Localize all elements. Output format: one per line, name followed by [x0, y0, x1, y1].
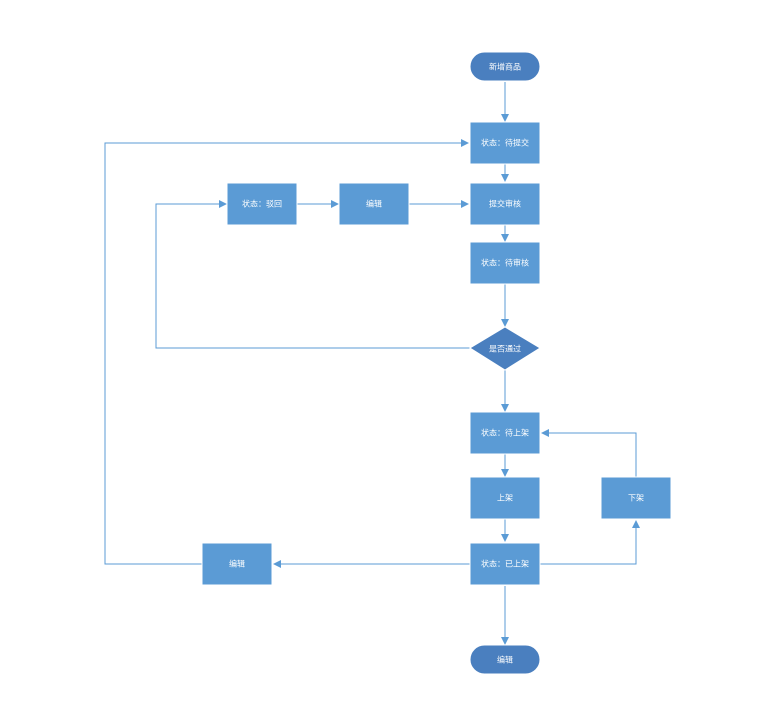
- process-shape: [338, 182, 410, 226]
- node-label: 提交审核: [489, 199, 521, 209]
- edge-listed-to-delisting: [540, 520, 640, 565]
- node-delisting: 下架: [600, 476, 672, 520]
- node-label: 编辑: [366, 199, 382, 209]
- node-label: 上架: [497, 494, 513, 503]
- edges: [104, 82, 640, 645]
- process-shape: [469, 411, 541, 455]
- node-label: 状态：待提交: [481, 138, 529, 148]
- process-shape: [469, 241, 541, 285]
- node-edit-after-reject: 编辑: [338, 182, 410, 226]
- edge-delisting-to-pending-listing: [541, 429, 637, 477]
- node-status-pending-listing: 状态：待上架: [469, 411, 541, 455]
- terminal-shape: [469, 644, 541, 675]
- node-label: 是否通过: [489, 344, 521, 354]
- node-status-listed: 状态：已上架: [469, 542, 541, 586]
- node-label: 状态：待审核: [481, 258, 529, 268]
- node-start: 新增商品: [469, 51, 541, 82]
- node-status-pending-submit: 状态：待提交: [469, 121, 541, 165]
- node-label: 编辑: [497, 655, 513, 665]
- process-shape: [469, 476, 541, 520]
- node-label: 新增商品: [489, 62, 521, 72]
- process-shape: [201, 542, 273, 586]
- edge-edit-to-pending-submit: [104, 139, 469, 565]
- node-edit-after-listed: 编辑: [201, 542, 273, 586]
- node-label: 编辑: [229, 559, 245, 569]
- node-decision-passed: 是否通过: [469, 326, 541, 371]
- decision-shape: [469, 326, 541, 371]
- node-label: 状态：驳回: [242, 199, 282, 209]
- process-shape: [600, 476, 672, 520]
- terminal-shape: [469, 51, 541, 82]
- edge-decision-to-rejected: [155, 200, 470, 349]
- node-label: 下架: [628, 494, 644, 503]
- node-label: 状态：已上架: [481, 559, 529, 569]
- node-submit-review: 提交审核: [469, 182, 541, 226]
- node-status-pending-review: 状态：待审核: [469, 241, 541, 285]
- process-shape: [469, 121, 541, 165]
- node-label: 状态：待上架: [481, 428, 529, 438]
- process-shape: [469, 542, 541, 586]
- process-shape: [226, 182, 298, 226]
- node-end: 编辑: [469, 644, 541, 675]
- node-listing: 上架: [469, 476, 541, 520]
- process-shape: [469, 182, 541, 226]
- nodes: 新增商品 状态：待提交 状态：驳回 编辑 提交审核 状态：待审核 是否通过: [201, 51, 672, 675]
- node-status-rejected: 状态：驳回: [226, 182, 298, 226]
